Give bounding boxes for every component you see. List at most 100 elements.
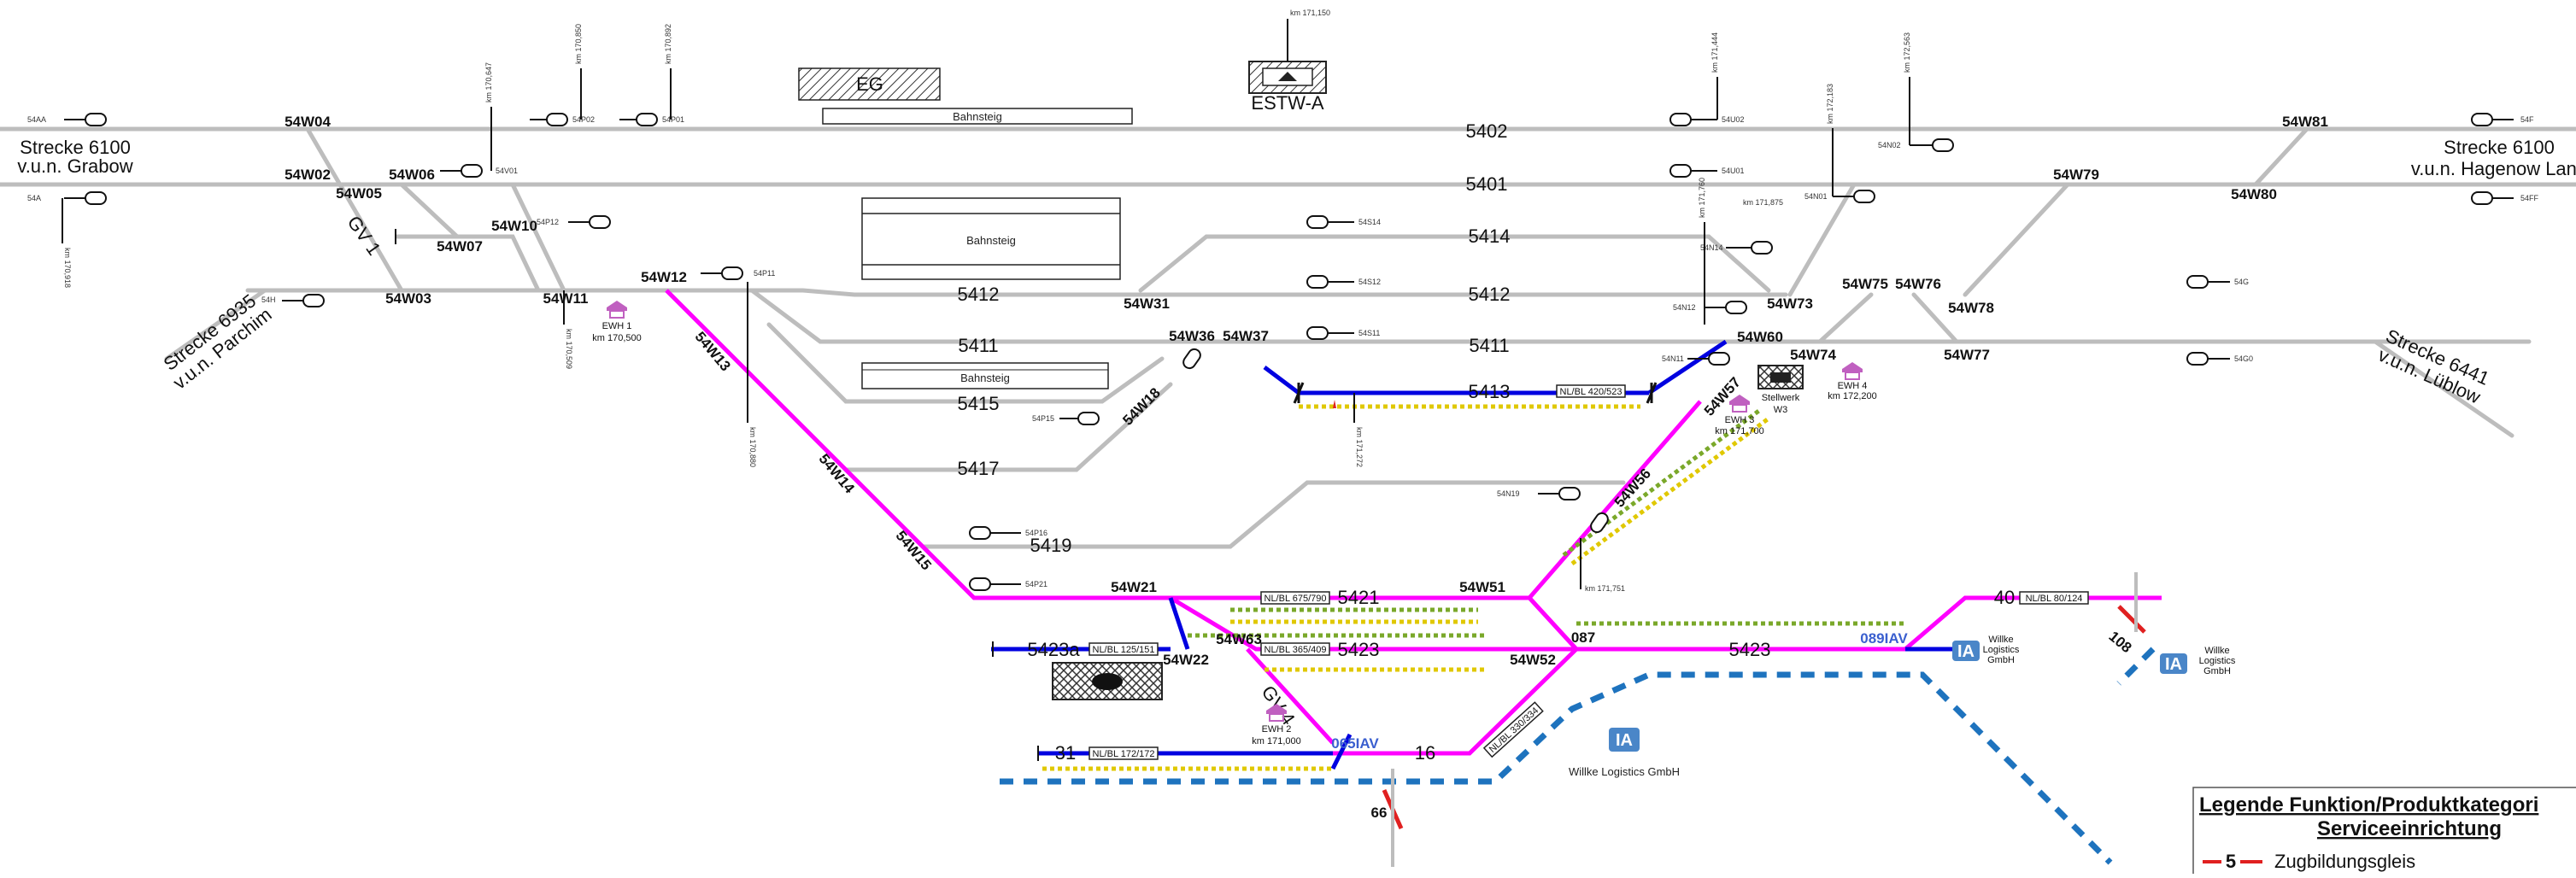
svg-text:54N02: 54N02 [1878,141,1901,149]
signal-54P21: 54P21 [969,577,1047,591]
switch-54W31: 54W31 [1124,296,1170,312]
num-5417: 5417 [958,458,1000,479]
switch-54W78: 54W78 [1948,300,1994,316]
switch-54W11: 54W11 [543,290,589,307]
svg-text:Willke: Willke [2204,646,2229,656]
crossover-w04 [305,126,404,293]
track-5415 [766,322,1165,404]
signal-54S12: 54S12 [1306,275,1381,289]
track-5412 [245,288,1788,297]
num-108: 108 [2106,628,2135,656]
svg-text:km 171,700: km 171,700 [1715,426,1763,436]
svg-text:54P16: 54P16 [1025,529,1047,537]
signal-54G: 54G [2186,275,2249,289]
num-5415: 5415 [958,393,1000,414]
ia-company-main: Willke Logistics GmbH [1569,765,1680,778]
signal-54P02: 54P02 [530,113,595,126]
switch-54W22: 54W22 [1163,652,1209,668]
num-66: 66 [1371,805,1388,821]
svg-text:54G0: 54G0 [2234,354,2253,363]
svg-text:54H: 54H [261,296,276,304]
signal-54N02: 54N02 [1878,138,1954,152]
svg-text:54N01: 54N01 [1804,192,1828,201]
building-warehouse [1052,662,1163,700]
signal-54FF: 54FF [2471,191,2539,205]
main-tracks [0,126,2576,549]
marker-065 [1330,733,1353,770]
svg-text:54S11: 54S11 [1358,329,1380,337]
switch-54W60: 54W60 [1737,329,1783,345]
km-6: km 172,563 [1903,32,1911,73]
track-108 [2117,605,2146,634]
ewh-4: EWH 4 km 172,200 [1828,362,1877,401]
ia-badge-main: IA Willke Logistics GmbH [1569,728,1680,778]
svg-text:54A: 54A [27,194,41,202]
platform-top-label: Bahnsteig [953,110,1002,123]
svg-text:EWH 1: EWH 1 [602,321,632,331]
switch-54W21: 54W21 [1111,579,1157,595]
red-arrow-marker [1333,400,1336,408]
svg-text:54G: 54G [2234,278,2249,286]
route-left-top-sub: v.u.n. Grabow [17,155,132,177]
svg-text:54P12: 54P12 [537,218,559,226]
switch-54W81: 54W81 [2282,114,2328,130]
svg-text:54P11: 54P11 [754,269,775,278]
track-parchim [164,288,267,361]
svg-text:54AA: 54AA [27,115,46,124]
km-4: km 171,444 [1710,32,1719,73]
num-087: 087 [1571,629,1595,646]
legend: Legende Funktion/Produktkategori Service… [2192,787,2576,878]
num-5413: 5413 [1469,381,1511,402]
length-40: NL/BL 80/124 [2026,594,2083,604]
km-2: km 170,850 [574,24,583,64]
platform-low: Bahnsteig [861,362,1109,389]
length-boxes: NL/BL 420/523 NL/BL 675/790 NL/BL 365/40… [1088,384,2089,760]
crossover-w10 [510,182,566,293]
svg-text:54U01: 54U01 [1722,167,1745,175]
switch-54W36: 54W36 [1169,328,1215,344]
switch-54W05: 54W05 [336,185,382,202]
num-5411a: 5411 [958,335,998,356]
signal-54S11: 54S11 [1306,326,1380,340]
svg-text:km 170,500: km 170,500 [592,333,641,343]
track-5419 [920,480,1626,549]
signal-54W56-rot [1590,512,1609,534]
km-3: km 170,892 [664,24,672,64]
signal-54P15: 54P15 [1032,412,1100,425]
legend-title: Legende Funktion/Produktkategori [2199,793,2538,817]
num-5423a: 5423a [1027,639,1080,660]
ewh-3: EWH 3 km 171,700 [1715,395,1764,436]
track-5417 [843,382,1173,472]
num-5419: 5419 [1030,535,1072,556]
crossover-w74 [1817,292,1874,344]
km-8: km 171,875 [1743,198,1783,207]
signal-54A: 54A [27,191,107,205]
route-left-top: Strecke 6100 [20,137,131,158]
length-31: NL/BL 172/172 [1093,749,1155,759]
svg-text:54F: 54F [2520,115,2534,124]
stellwerk-code: W3 [1774,405,1788,415]
num-16: 16 [1415,742,1435,764]
svg-text:Logistics: Logistics [1983,645,2020,655]
crossover-w06 [399,182,460,239]
svg-text:54V01: 54V01 [496,167,518,175]
svg-text:54N11: 54N11 [1662,354,1684,363]
km-1: km 170,647 [484,62,493,102]
switch-54W80: 54W80 [2231,186,2277,202]
switch-54W52: 54W52 [1510,652,1556,668]
switch-54W06: 54W06 [389,167,435,183]
ia-badge-b: IA Willke Logistics GmbH [2160,646,2236,676]
signal-54N01: 54N01 [1804,190,1875,203]
route-right-top: Strecke 6100 [2444,137,2555,158]
num-5412a: 5412 [958,284,1000,305]
signal-54S14: 54S14 [1306,215,1381,229]
ewh-markers: EWH 1 km 170,500 EWH 2 km 171,000 EWH 3 … [592,301,1877,746]
signal-54N11: 54N11 [1662,352,1730,366]
eg-label: EG [856,73,883,95]
legend-item-label: Zugbildungsgleis [2274,851,2415,872]
track-w22-link [1168,597,1190,650]
switch-54W63: 54W63 [1216,631,1262,647]
signal-54F: 54F [2471,113,2534,126]
